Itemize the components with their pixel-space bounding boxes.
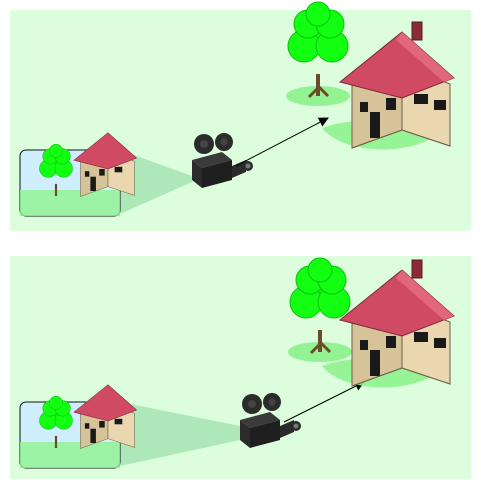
view-frustum	[120, 402, 240, 466]
panel-bottom	[10, 256, 471, 479]
arrow-icon	[235, 117, 329, 167]
arrow-icon	[283, 381, 365, 423]
tree-icon	[284, 0, 352, 108]
view-frustum	[120, 150, 192, 214]
tree-icon	[286, 256, 354, 364]
panel-top	[10, 0, 471, 231]
